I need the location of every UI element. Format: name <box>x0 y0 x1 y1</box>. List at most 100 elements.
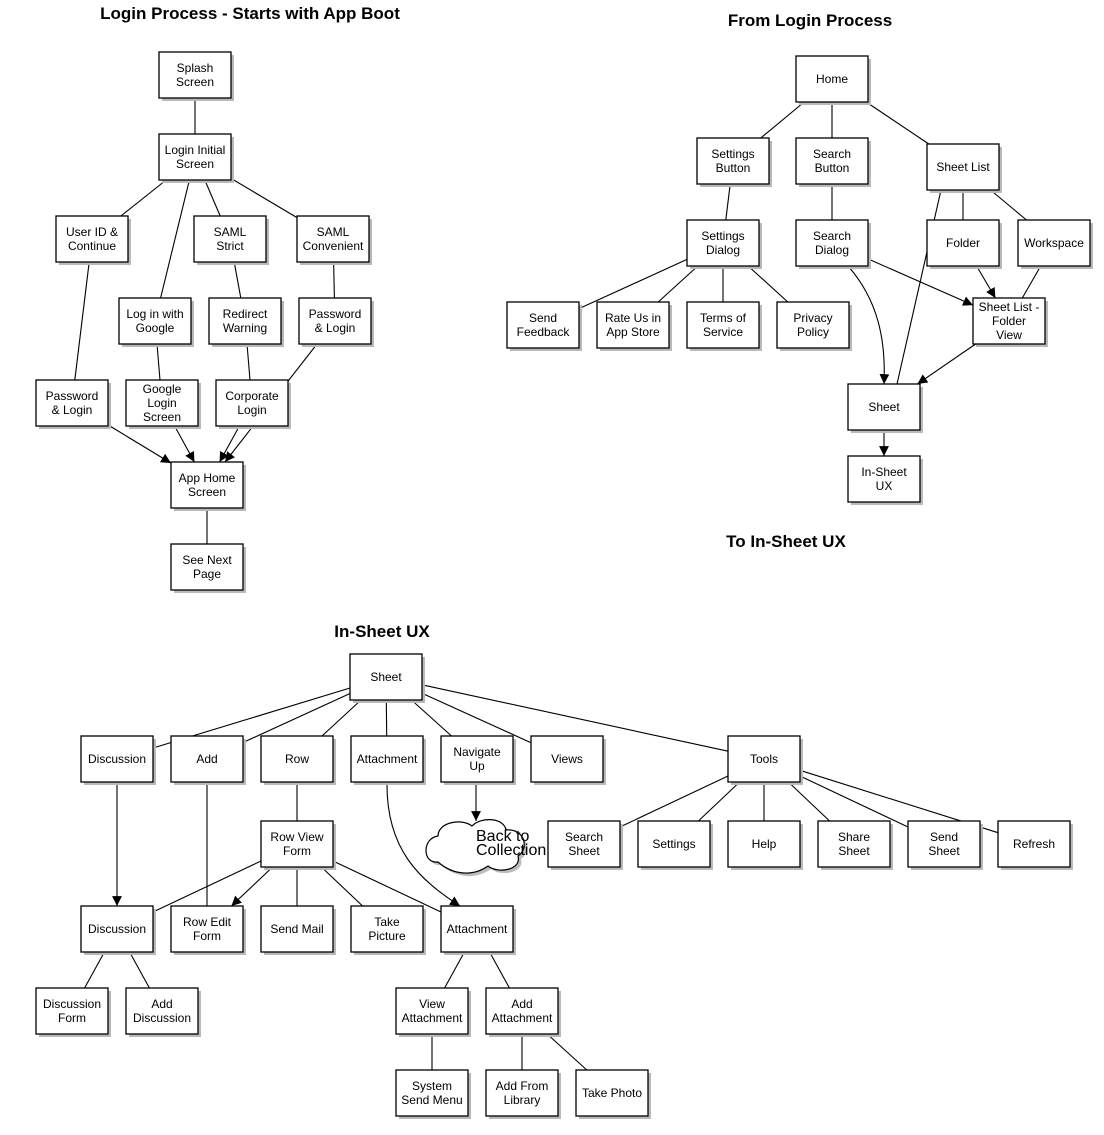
node-take-photo: Take Photo <box>575 1069 651 1119</box>
edge-sheet-root-to-tools <box>421 684 729 752</box>
node-row: Row <box>260 735 336 785</box>
node-label-saml-convenient-1: Convenient <box>303 239 364 253</box>
edge-row-view-form-to-take-picture <box>321 866 363 907</box>
node-label-app-home-0: App Home <box>179 471 236 485</box>
node-label-row-edit-form-1: Form <box>193 929 221 943</box>
edge-sheet-root-to-row <box>321 699 362 737</box>
node-label-see-next-1: Page <box>193 567 221 581</box>
node-label-insheet-ux-1: UX <box>876 479 893 493</box>
node-label-splash-1: Screen <box>176 75 214 89</box>
node-label-settings-button-0: Settings <box>711 147 754 161</box>
edge-tools-to-send-sheet <box>799 775 909 828</box>
node-label-sheet-list-folder-1: Folder <box>992 314 1026 328</box>
node-label-add-from-library-0: Add From <box>496 1079 549 1093</box>
node-label-row-view-form-1: Form <box>283 844 311 858</box>
node-label-send-sheet-1: Sheet <box>928 844 960 858</box>
node-label-discussion2-0: Discussion <box>88 922 146 936</box>
node-password-login-l: Password& Login <box>35 379 111 429</box>
node-attachment2: Attachment <box>440 905 516 955</box>
node-userid: User ID &Continue <box>55 215 131 265</box>
node-label-insheet-ux-0: In-Sheet <box>861 465 907 479</box>
node-label-saml-convenient-0: SAML <box>317 225 350 239</box>
node-add: Add <box>170 735 246 785</box>
edge-sheet-list-to-sheet-top <box>896 189 942 385</box>
node-label-add-discussion-1: Discussion <box>133 1011 191 1025</box>
node-home: Home <box>795 55 871 105</box>
node-help: Help <box>727 820 803 870</box>
node-folder: Folder <box>926 219 1002 269</box>
node-label-take-picture-0: Take <box>374 915 400 929</box>
node-label-rate-us-1: App Store <box>606 325 660 339</box>
node-label-add-0: Add <box>196 752 217 766</box>
node-label-search-sheet-0: Search <box>565 830 603 844</box>
node-label-send-mail-0: Send Mail <box>270 922 323 936</box>
node-label-tools-0: Tools <box>750 752 778 766</box>
edge-discussion2-to-discussion-form <box>84 951 105 989</box>
node-label-search-dialog-1: Dialog <box>815 243 849 257</box>
node-label-userid-0: User ID & <box>66 225 118 239</box>
node-label-share-sheet-1: Sheet <box>838 844 870 858</box>
node-discussion2: Discussion <box>80 905 156 955</box>
node-label-login-initial-0: Login Initial <box>165 143 226 157</box>
node-label-sheet-root-0: Sheet <box>370 670 402 684</box>
node-sheet-top: Sheet <box>847 383 923 433</box>
edge-login-initial-to-login-google <box>160 179 190 299</box>
edge-tools-to-share-sheet <box>788 781 830 822</box>
node-send-mail: Send Mail <box>260 905 336 955</box>
node-label-saml-strict-1: Strict <box>216 239 244 253</box>
edge-login-initial-to-userid <box>120 179 167 217</box>
edge-saml-convenient-to-password-login-r <box>333 261 335 299</box>
node-label-sheet-top-0: Sheet <box>868 400 900 414</box>
node-label-password-login-l-1: & Login <box>52 403 93 417</box>
node-label-sheet-list-folder-0: Sheet List - <box>979 300 1040 314</box>
edge-attachment2-to-add-attachment <box>489 951 510 989</box>
edge-attachment-to-attachment2 <box>386 781 461 907</box>
node-label-help-0: Help <box>752 837 777 851</box>
node-label-login-google-0: Log in with <box>126 307 183 321</box>
node-label-search-button-1: Button <box>815 161 850 175</box>
node-label-privacy-0: Privacy <box>793 311 832 325</box>
edge-home-to-settings-button <box>760 101 805 139</box>
node-label-add-attachment-1: Attachment <box>492 1011 553 1025</box>
edge-row-view-form-to-discussion2 <box>152 860 262 913</box>
node-label-sheet-list-folder-2: View <box>996 328 1022 342</box>
node-sheet-list: Sheet List <box>926 143 1002 193</box>
login-process-title: Login Process - Starts with App Boot <box>100 4 400 23</box>
edge-google-login-to-app-home <box>174 425 195 463</box>
node-label-saml-strict-0: SAML <box>214 225 247 239</box>
node-label-settings-dialog-0: Settings <box>701 229 744 243</box>
node-label-workspace-0: Workspace <box>1024 236 1084 250</box>
node-label-login-google-1: Google <box>136 321 175 335</box>
node-label-settings-0: Settings <box>652 837 695 851</box>
node-tools: Tools <box>727 735 803 785</box>
node-label-send-sheet-0: Send <box>930 830 958 844</box>
node-label-userid-1: Continue <box>68 239 116 253</box>
node-label-settings-button-1: Button <box>716 161 751 175</box>
node-label-system-send-menu-1: Send Menu <box>401 1093 462 1107</box>
node-label-home-0: Home <box>816 72 848 86</box>
edge-login-initial-to-saml-strict <box>204 179 221 217</box>
edge-corporate-login-to-app-home <box>219 425 240 463</box>
node-label-attachment-0: Attachment <box>357 752 418 766</box>
edge-folder-to-sheet-list-folder <box>976 265 996 299</box>
edge-saml-strict-to-redirect-warning <box>233 261 242 299</box>
node-label-add-from-library-1: Library <box>504 1093 541 1107</box>
node-label-corporate-login-0: Corporate <box>225 389 279 403</box>
